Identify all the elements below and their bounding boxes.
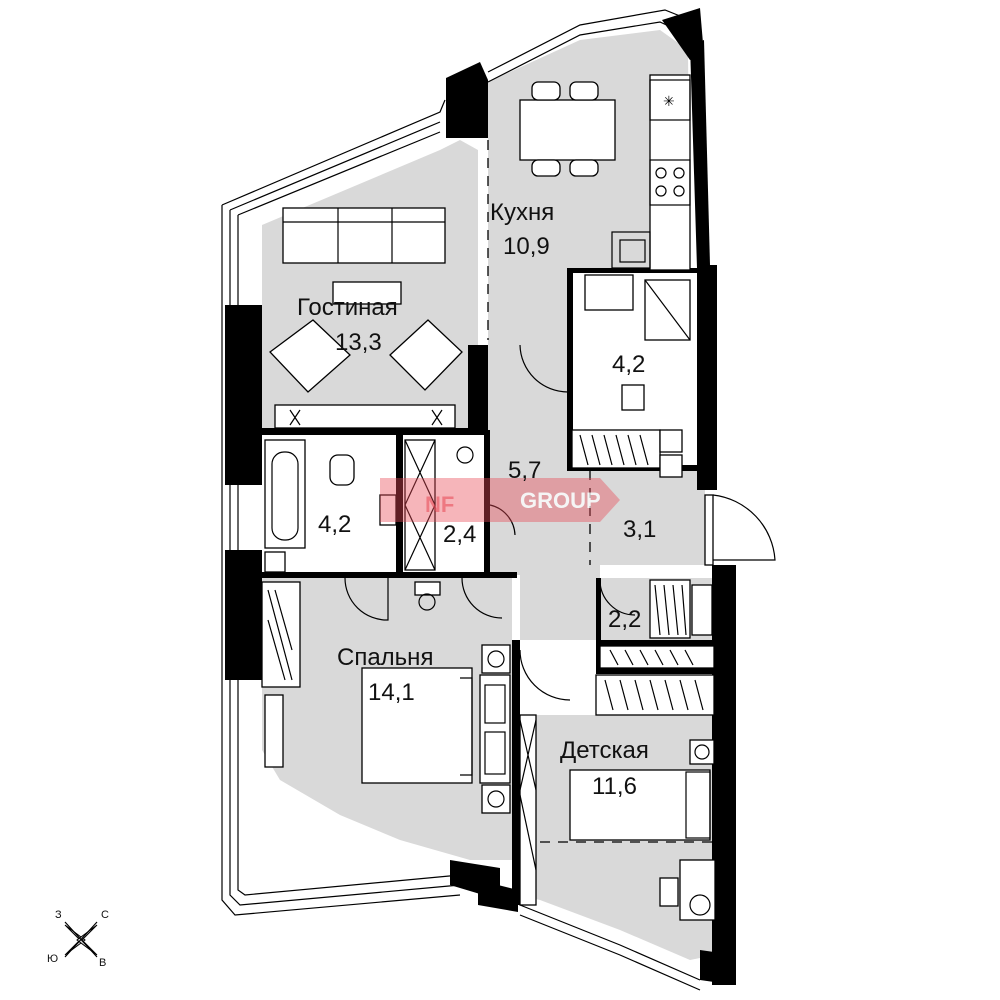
walls (225, 8, 736, 985)
watermark-logo: NF GROUP (380, 478, 620, 522)
bathroom-left-area: 4,2 (318, 511, 351, 538)
kids-furniture (519, 714, 716, 921)
dining-table (519, 99, 616, 161)
coffee-table (332, 281, 402, 305)
snowflake-icon: ✳ (663, 93, 675, 109)
wardrobe-fixtures (595, 579, 715, 716)
kids-room-name: Детская (560, 737, 649, 764)
bathroom-right-area: 4,2 (612, 351, 645, 378)
desk (679, 859, 716, 921)
bathroom-left-fixtures (264, 439, 397, 573)
living-room-area: 13,3 (335, 329, 382, 356)
interior-doors (344, 344, 636, 701)
armchair-left (269, 319, 351, 393)
room-labels: Кухня 10,9 Гостиная 13,3 4,2 4,2 2,4 5,7… (297, 199, 656, 800)
hall-floor (488, 345, 705, 640)
armchair-right (389, 319, 463, 391)
wardrobe-area: 2,2 (608, 606, 641, 633)
nightstand-top (481, 644, 511, 674)
kitchen-name: Кухня (490, 199, 554, 226)
watermark-suffix: GROUP (520, 488, 601, 513)
single-bed (569, 769, 711, 841)
bedroom-area: 14,1 (368, 679, 415, 706)
living-room-name: Гостиная (297, 294, 398, 321)
compass-south: Ю (47, 953, 58, 965)
toilet (329, 454, 355, 486)
entry-area: 3,1 (623, 516, 656, 543)
compass: З С Ю В (47, 909, 109, 969)
bedroom-name: Спальня (337, 644, 433, 671)
bedroom-furniture (261, 581, 511, 814)
tv-stand (274, 404, 456, 429)
compass-west: З (55, 909, 62, 921)
hall-area: 5,7 (508, 457, 541, 484)
zone-boundaries (487, 140, 715, 843)
closet-area: 2,4 (443, 521, 476, 548)
wardrobe-left (261, 581, 301, 688)
closet-fixtures (404, 439, 474, 571)
entrance-door[interactable] (704, 494, 776, 566)
living-furniture (269, 207, 463, 429)
compass-north: С (101, 909, 109, 921)
kids-wardrobe (519, 714, 537, 906)
nightstand-bottom (481, 784, 511, 814)
compass-east: В (99, 957, 106, 969)
sink (379, 494, 397, 526)
kids-room-area: 11,6 (592, 773, 637, 800)
kitchen-furniture: ✳ (519, 74, 691, 271)
sofa (282, 207, 446, 264)
kitchen-area: 10,9 (503, 233, 550, 260)
bathroom-right-fixtures (571, 274, 691, 478)
double-bed (361, 667, 473, 784)
bathtub (264, 439, 306, 549)
watermark-brand: NF (425, 492, 454, 517)
